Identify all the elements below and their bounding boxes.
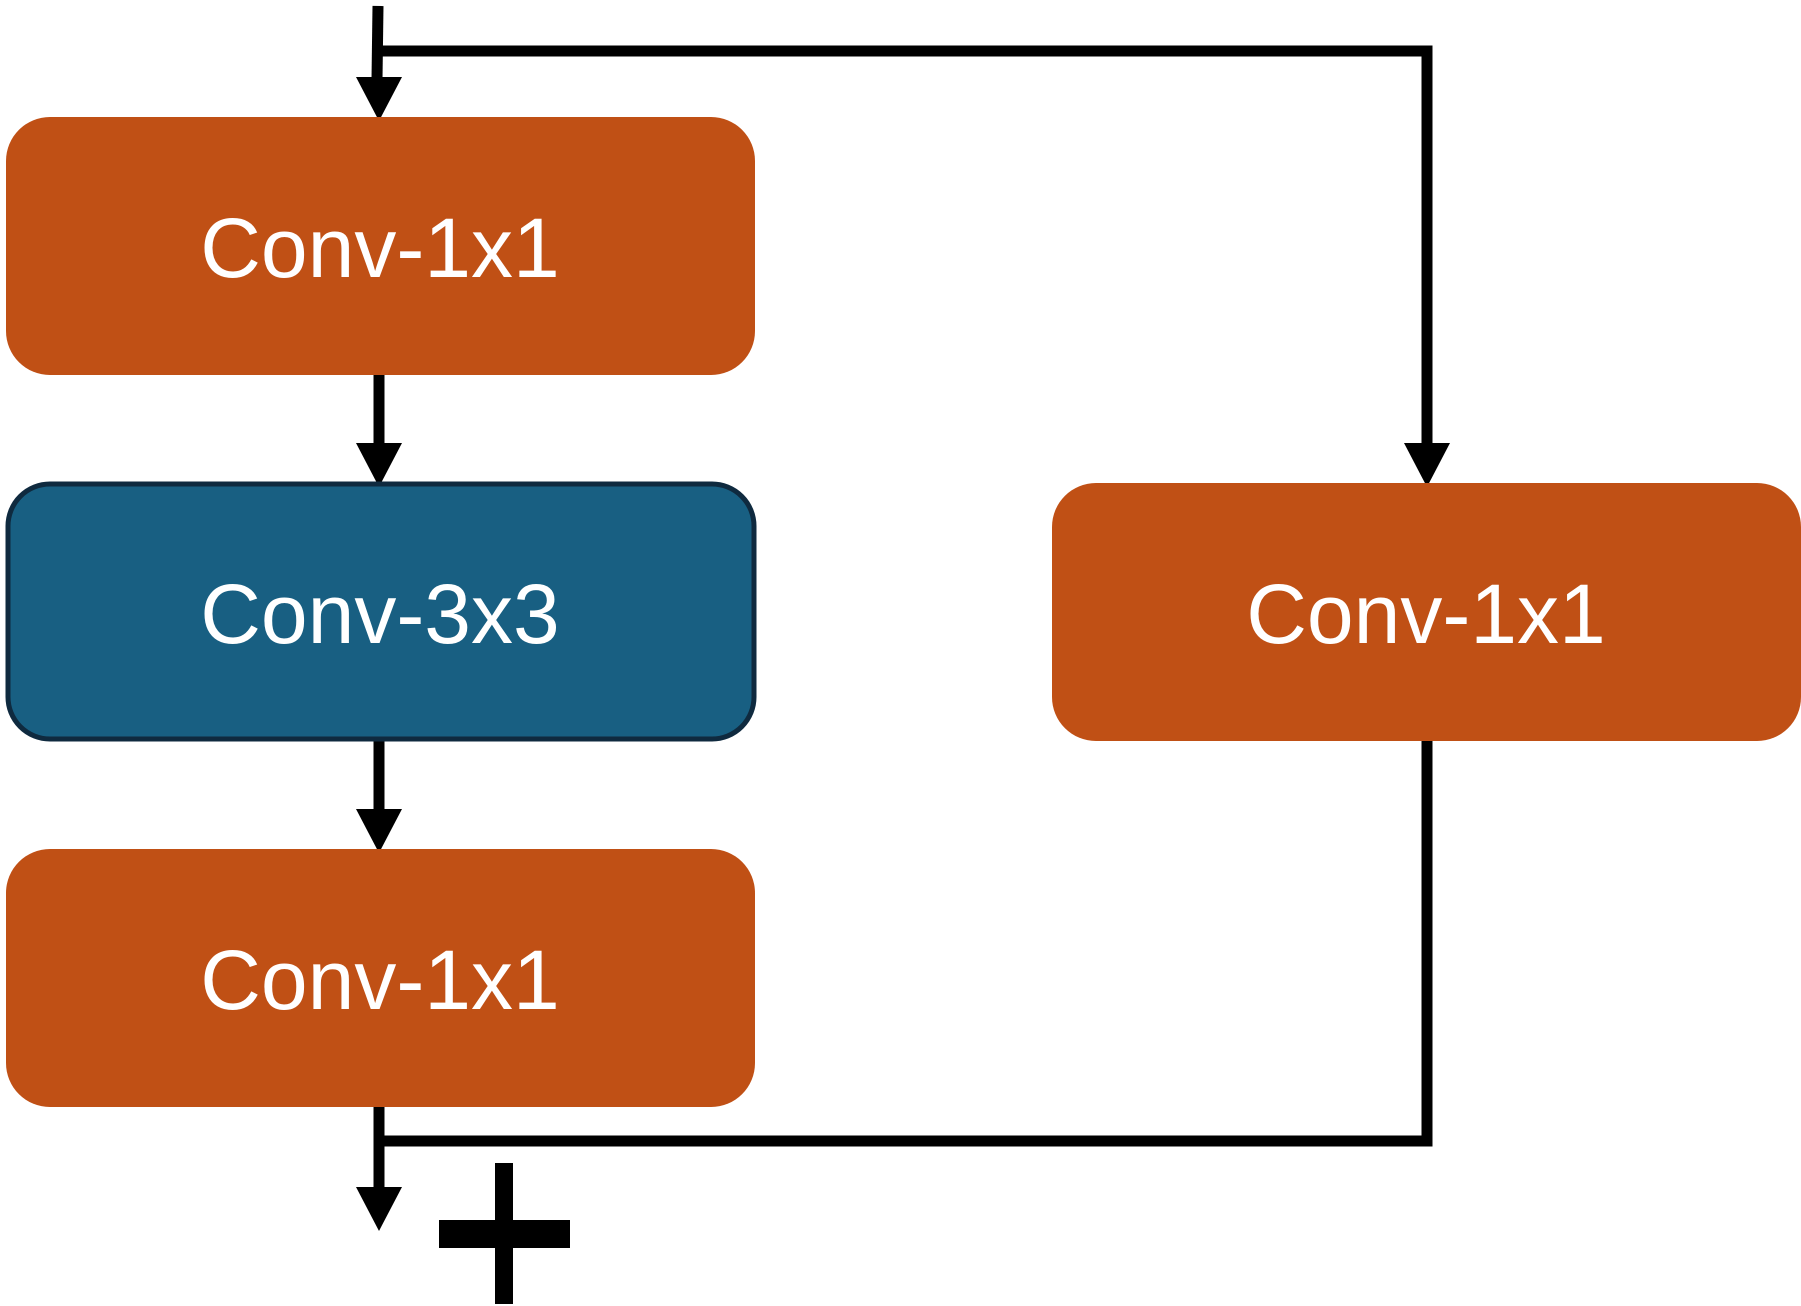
conv-1x1-top-label: Conv-1x1 bbox=[200, 201, 560, 295]
conv-1x1-bottom-node: Conv-1x1 bbox=[6, 849, 755, 1107]
conv-1x1-shortcut-label: Conv-1x1 bbox=[1246, 567, 1606, 661]
arrowheads bbox=[356, 77, 1450, 1231]
conv-1x1-bottom-label: Conv-1x1 bbox=[200, 933, 560, 1027]
arrowhead-icon bbox=[1404, 443, 1450, 487]
conv-3x3-node: Conv-3x3 bbox=[5, 481, 757, 742]
add-icon bbox=[439, 1163, 570, 1304]
conv-1x1-shortcut-node: Conv-1x1 bbox=[1052, 483, 1801, 741]
input-line bbox=[371, 5, 384, 80]
arrowhead-icon bbox=[356, 809, 402, 853]
conv-1x1-shortcut-box bbox=[1052, 483, 1801, 741]
shortcut-to-output-line bbox=[384, 738, 1433, 1147]
arrowhead-icon bbox=[356, 77, 402, 121]
input-to-shortcut-line bbox=[378, 45, 1433, 443]
conv-1x1-top-box bbox=[6, 117, 755, 375]
arrowhead-icon bbox=[356, 443, 402, 487]
arrowhead-icon bbox=[356, 1187, 402, 1231]
conv-3x3-label: Conv-3x3 bbox=[200, 567, 560, 661]
connectors bbox=[371, 5, 1433, 1188]
conv-1x1-bottom-box bbox=[6, 849, 755, 1107]
conv-3x3-box bbox=[5, 481, 757, 742]
conv-1x1-top-node: Conv-1x1 bbox=[6, 117, 755, 375]
